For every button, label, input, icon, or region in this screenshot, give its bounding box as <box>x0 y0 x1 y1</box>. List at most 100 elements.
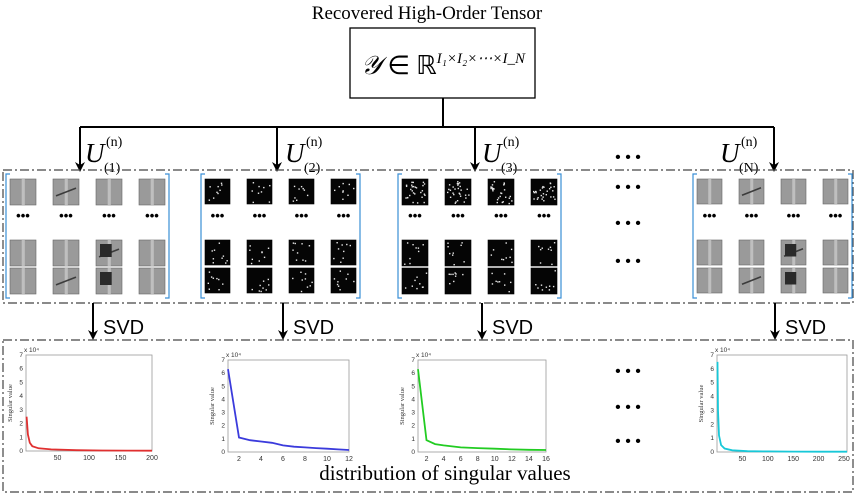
matrix-bracket-right <box>165 173 170 299</box>
x-tick-label: 4 <box>259 456 263 463</box>
y-axis-label: Singular value <box>698 385 705 423</box>
image-tile <box>487 267 515 295</box>
row-ellipsis: ••• <box>59 208 73 223</box>
image-tile <box>204 267 231 294</box>
svd-label-1: SVD <box>103 317 144 339</box>
y-tick-label: 4 <box>411 396 415 403</box>
tensor-dims: I₁×I₂×⋯×I_N <box>436 51 526 67</box>
image-tile <box>401 267 429 295</box>
factor-label-4: U (n) (N) <box>720 135 759 176</box>
image-tile <box>330 267 357 294</box>
matrix-bracket-right <box>557 173 562 299</box>
image-tile <box>780 178 807 205</box>
x-tick-label: 14 <box>525 456 533 463</box>
svg-text:• • •: • • • <box>615 215 641 232</box>
x-tick-label: 8 <box>476 456 480 463</box>
svg-text:(n): (n) <box>306 135 323 150</box>
row-ellipsis: ••• <box>102 208 116 223</box>
factor-matrices-frame <box>2 169 854 304</box>
x-tick-label: 12 <box>508 456 516 463</box>
y-tick-label: 1 <box>411 436 415 443</box>
x-tick-label: 16 <box>542 456 550 463</box>
y-axis-label: Singular value <box>7 384 14 422</box>
row-ellipsis: ••• <box>829 208 843 223</box>
scale-label: x 10⁴ <box>226 352 241 359</box>
series-line <box>227 369 350 451</box>
image-tile <box>9 267 37 295</box>
row-ellipsis: ••• <box>787 208 801 223</box>
y-tick-label: 4 <box>19 393 23 400</box>
svg-text:• • •: • • • <box>615 433 641 450</box>
matrix-bracket-left <box>692 173 697 299</box>
y-tick-label: 2 <box>19 421 23 428</box>
x-tick-label: 50 <box>738 456 746 463</box>
svg-text:• • •: • • • <box>615 399 641 416</box>
matrix-bracket-left <box>5 173 10 299</box>
image-tile <box>444 178 472 206</box>
matrix-bracket-right <box>848 173 853 299</box>
image-tile <box>246 267 273 294</box>
x-tick-label: 200 <box>146 455 158 462</box>
chart-plot-area <box>25 354 153 452</box>
svg-text:• • •: • • • <box>615 253 641 270</box>
image-tile <box>246 239 273 266</box>
svg-text:• • •: • • • <box>615 363 641 380</box>
image-tile <box>95 239 123 267</box>
image-tile <box>95 178 123 206</box>
image-tile <box>204 178 231 205</box>
image-grid-4: •••••••••••• <box>692 173 853 299</box>
x-tick-label: 6 <box>459 456 463 463</box>
matrix-bracket-left <box>200 173 205 299</box>
image-tile <box>696 267 723 294</box>
svd-label-3: SVD <box>492 317 533 339</box>
image-grids: ••••••••••••••••••••••••••••••••••••••••… <box>5 173 853 299</box>
image-tile <box>822 267 849 294</box>
image-tile <box>822 239 849 266</box>
image-tile <box>780 239 807 266</box>
svg-text:U: U <box>285 138 306 168</box>
y-tick-label: 5 <box>19 379 23 386</box>
x-tick-label: 10 <box>323 456 331 463</box>
y-tick-label: 3 <box>411 410 415 417</box>
svg-text:(2): (2) <box>304 161 321 176</box>
x-tick-label: 100 <box>762 456 774 463</box>
y-tick-label: 4 <box>710 394 714 401</box>
svg-text:U: U <box>85 138 106 168</box>
image-tile <box>246 178 273 205</box>
image-tile <box>444 267 472 295</box>
svg-text:U: U <box>720 138 741 168</box>
image-grid-2: •••••••••••• <box>200 173 361 299</box>
matrix-bracket-left <box>397 173 402 299</box>
tensor-box <box>349 27 536 99</box>
image-grid-1: •••••••••••• <box>5 173 170 299</box>
x-tick-label: 250 <box>838 456 850 463</box>
image-tile <box>696 239 723 266</box>
y-tick-label: 0 <box>710 449 714 456</box>
image-tile <box>288 267 315 294</box>
row-ellipsis: ••• <box>337 208 351 223</box>
y-tick-label: 4 <box>221 396 225 403</box>
y-axis-label: Singular value <box>209 387 216 425</box>
x-tick-label: 10 <box>491 456 499 463</box>
y-tick-label: 2 <box>710 421 714 428</box>
y-tick-label: 3 <box>221 410 225 417</box>
scale-label: x 10⁴ <box>24 347 39 354</box>
y-tick-label: 1 <box>19 434 23 441</box>
row-ellipsis: ••• <box>451 208 465 223</box>
y-tick-label: 6 <box>221 370 225 377</box>
scale-label: x 10⁴ <box>715 347 730 354</box>
svg-text:U: U <box>482 138 503 168</box>
diagram-title: Recovered High-Order Tensor <box>312 3 543 24</box>
y-tick-label: 0 <box>221 449 225 456</box>
image-tile <box>52 267 80 295</box>
image-tile <box>52 239 80 267</box>
image-tile <box>9 178 37 206</box>
image-tile <box>530 239 558 267</box>
x-tick-label: 150 <box>115 455 127 462</box>
svd-label-2: SVD <box>293 317 334 339</box>
series-line <box>417 369 547 451</box>
x-tick-label: 100 <box>83 455 95 462</box>
